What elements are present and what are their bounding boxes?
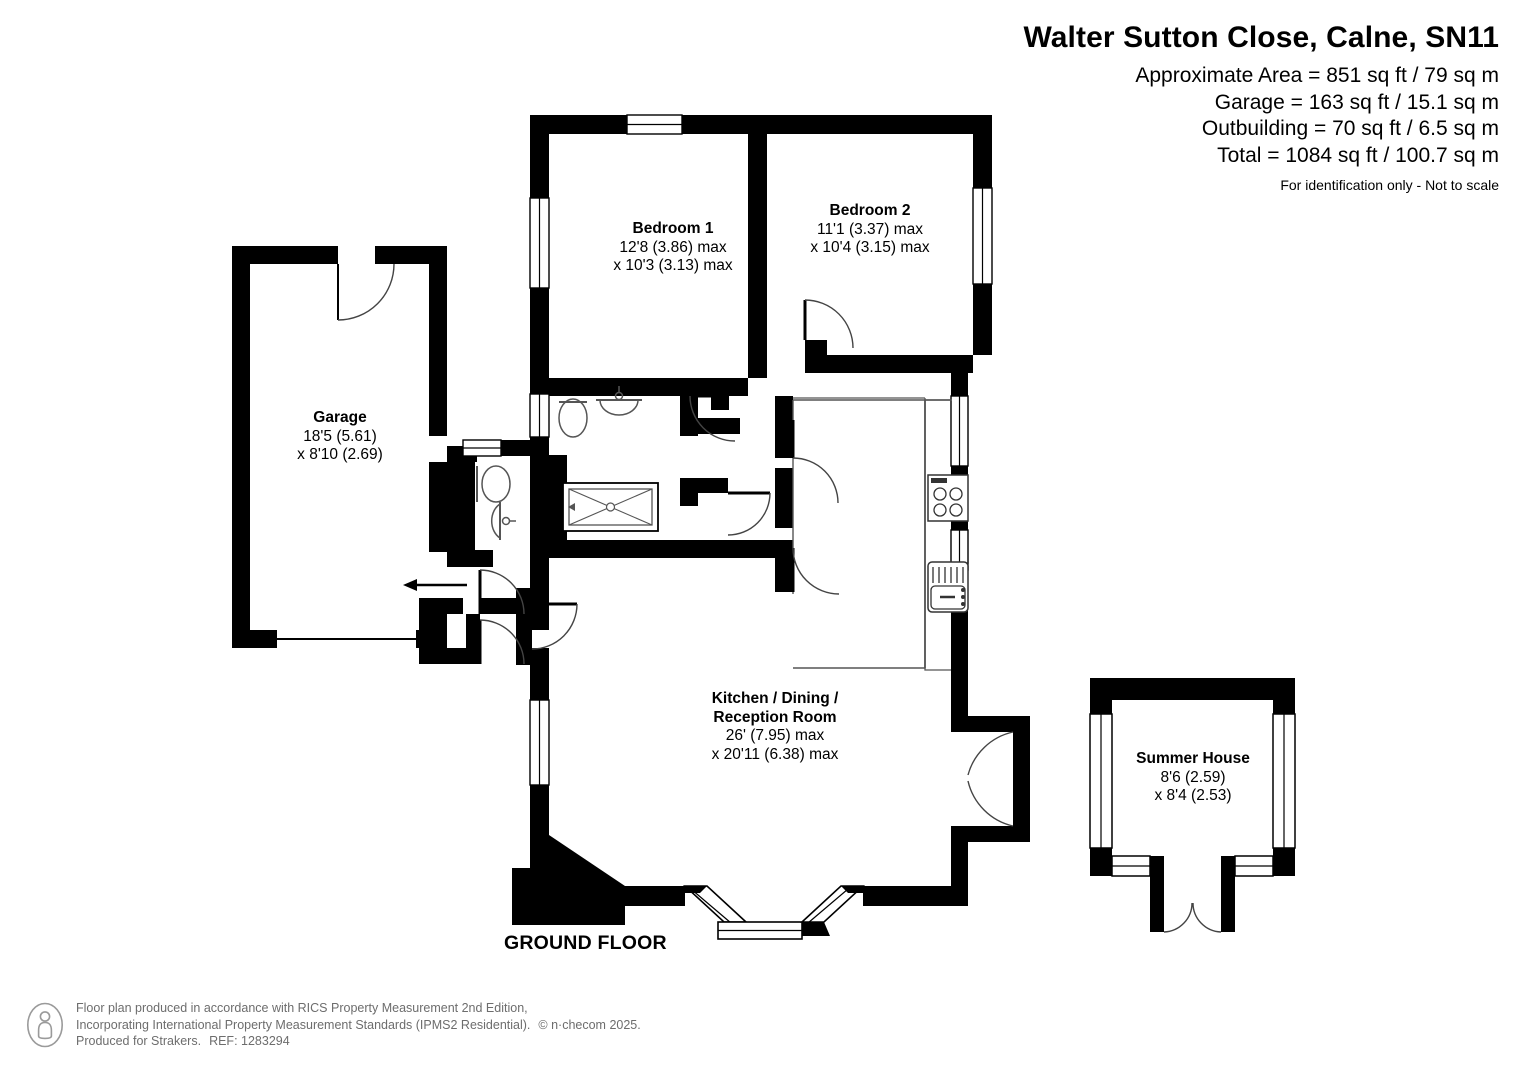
window-bedroom1-west xyxy=(529,197,550,289)
room-label-bedroom-2: Bedroom 2 11'1 (3.37) max x 10'4 (3.15) … xyxy=(780,202,960,258)
window-bedroom1-north xyxy=(626,114,683,135)
header-block: Walter Sutton Close, Calne, SN11 Approxi… xyxy=(779,20,1499,195)
page-title: Walter Sutton Close, Calne, SN11 xyxy=(1023,21,1499,54)
footer-line-2a: Incorporating International Property Mea… xyxy=(76,1017,531,1032)
footer-copyright: © n·checom 2025. xyxy=(538,1017,641,1032)
basin-icon-cloakroom xyxy=(490,502,516,540)
summerhouse-door-left-arc xyxy=(1163,902,1193,933)
floor-level-label: GROUND FLOOR xyxy=(504,932,667,954)
wc-icon xyxy=(558,398,588,438)
kitchen-worktop-lines xyxy=(793,397,951,671)
footer-text: Floor plan produced in accordance with R… xyxy=(76,1000,641,1050)
area-line-garage: Garage = 163 sq ft / 15.1 sq m xyxy=(1214,90,1499,114)
room-dim-bedroom-2-line2: x 10'4 (3.15) max xyxy=(810,239,930,256)
basin-icon xyxy=(596,386,642,416)
doors xyxy=(403,299,1014,827)
room-dim-summer-house-line1: 8'6 (2.59) xyxy=(1160,768,1226,786)
thick-corner-wall xyxy=(512,835,625,925)
room-dim-kitchen-line1: 26' (7.95) max xyxy=(725,727,825,744)
bay-window-south xyxy=(682,885,866,940)
footer-line-1: Floor plan produced in accordance with R… xyxy=(76,1001,528,1015)
window-summerhouse-west xyxy=(1089,713,1113,849)
kitchen-units xyxy=(792,399,952,669)
room-dim-bedroom-2-line1: 11'1 (3.37) max xyxy=(816,220,924,238)
area-line-outbuilding: Outbuilding = 70 sq ft / 6.5 sq m xyxy=(1201,117,1499,140)
footer-line-2: Incorporating International Property Mea… xyxy=(76,1017,641,1034)
room-name-summer-house: Summer House xyxy=(1136,750,1250,767)
bath-icon xyxy=(562,482,659,532)
room-dim-garage-line2: x 8'10 (2.69) xyxy=(297,446,383,463)
footer-line-3: Produced for Strakers. REF: 1283294 xyxy=(76,1033,641,1050)
footer-produced-for: Produced for Strakers. xyxy=(76,1034,202,1048)
window-summerhouse-south-left xyxy=(1111,855,1151,877)
ipms-person-icon xyxy=(26,1002,64,1048)
room-dim-summer-house-line2: x 8'4 (2.53) xyxy=(1154,787,1232,804)
disclaimer-text: For identification only - Not to scale xyxy=(1280,177,1499,193)
room-name-bedroom-2: Bedroom 2 xyxy=(829,202,911,219)
room-label-bedroom-1: Bedroom 1 12'8 (3.86) max x 10'3 (3.13) … xyxy=(583,220,763,276)
internal-walls xyxy=(463,115,973,614)
entrance-arrow-icon xyxy=(403,579,467,591)
garage-door-swing-arc xyxy=(337,263,395,321)
room-name-kitchen-line1: Kitchen / Dining / xyxy=(711,690,839,707)
sink-icon xyxy=(927,561,969,613)
wc-icon-cloakroom xyxy=(476,465,511,503)
room-dim-bedroom-1-line1: 12'8 (3.86) max xyxy=(619,238,727,256)
room-label-garage: Garage 18'5 (5.61) x 8'10 (2.69) xyxy=(250,409,430,465)
window-summerhouse-south-right xyxy=(1234,855,1274,877)
room-name-bedroom-1: Bedroom 1 xyxy=(632,220,714,237)
room-dim-kitchen-line2: x 20'11 (6.38) max xyxy=(711,745,839,763)
footer-ref: REF: 1283294 xyxy=(209,1034,290,1048)
room-dim-bedroom-1-line2: x 10'3 (3.13) max xyxy=(613,257,733,274)
area-summary: Approximate Area = 851 sq ft / 79 sq m G… xyxy=(779,63,1499,169)
window-lounge-west xyxy=(529,699,550,786)
area-line-total: Total = 1084 sq ft / 100.7 sq m xyxy=(1217,143,1499,167)
room-name-kitchen-line2: Reception Room xyxy=(713,708,837,726)
hob-icon xyxy=(927,474,969,522)
window-kitchen-east-upper xyxy=(950,395,969,467)
window-lobby-north xyxy=(462,439,502,457)
window-bathroom-west xyxy=(529,393,550,438)
room-dim-garage-line1: 18'5 (5.61) xyxy=(303,427,377,445)
footer: Floor plan produced in accordance with R… xyxy=(26,1000,641,1050)
summer-house-structure xyxy=(1089,678,1296,933)
room-label-kitchen-dining-reception: Kitchen / Dining / Reception Room 26' (7… xyxy=(675,690,875,764)
summerhouse-door-right-arc xyxy=(1192,902,1222,933)
area-line-approximate: Approximate Area = 851 sq ft / 79 sq m xyxy=(1135,64,1499,87)
room-name-garage: Garage xyxy=(313,409,367,426)
window-bedroom2-east xyxy=(972,187,993,285)
window-kitchen-east-lower xyxy=(950,529,969,571)
room-label-summer-house: Summer House 8'6 (2.59) x 8'4 (2.53) xyxy=(1103,750,1283,806)
